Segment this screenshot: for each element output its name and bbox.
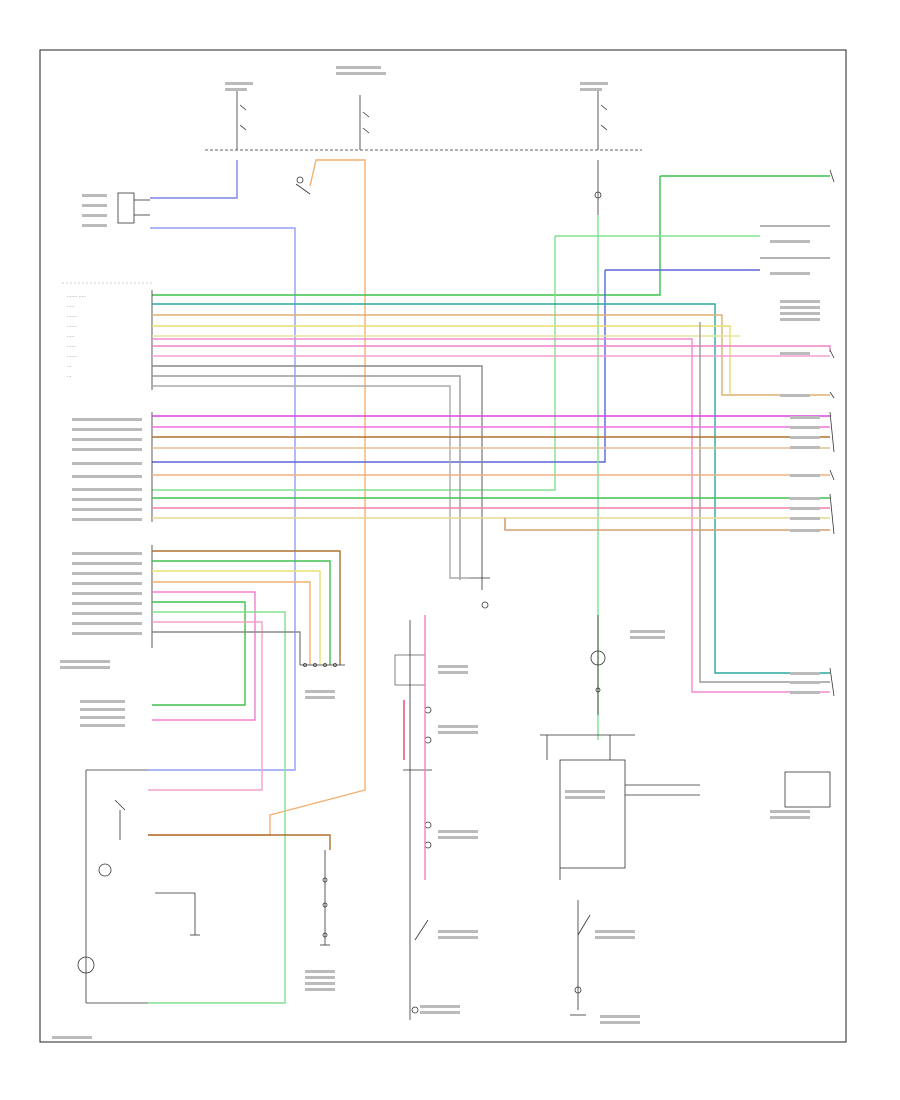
- wire-green-long: [148, 611, 286, 1004]
- svg-text:...: ...: [67, 364, 71, 369]
- wire-yellow-4: [152, 570, 321, 665]
- top-power-section: [117, 90, 830, 259]
- wire-teal-1: [152, 303, 830, 674]
- svg-text:.....: .....: [67, 304, 74, 309]
- wire-gray-1: [152, 365, 483, 590]
- wire-orange-3: [152, 581, 311, 665]
- wire-gray-2: [152, 375, 461, 580]
- wire-gray-right: [699, 322, 830, 683]
- svg-text:......: ......: [67, 344, 76, 349]
- connector-block-3: [148, 545, 345, 1004]
- wire-green-right-top: [152, 176, 661, 296]
- wire-blue-vertical: [148, 227, 296, 771]
- wire-tan-3: [504, 518, 830, 531]
- center-circuit: [394, 577, 490, 1020]
- lower-left-circuit: [77, 769, 330, 1004]
- label-placeholders: [52, 66, 820, 1039]
- wire-pink-5: [148, 621, 263, 791]
- wire-green-4: [152, 601, 246, 706]
- wire-blue-right: [152, 269, 760, 463]
- svg-text:...: ...: [67, 374, 71, 379]
- svg-text:.......: .......: [67, 354, 77, 359]
- svg-text:....... .....: ....... .....: [67, 294, 86, 299]
- connector-block-1: ....... ................. ..............…: [62, 282, 831, 693]
- wire-brown-lower: [148, 834, 331, 850]
- wire-tan-1: [152, 314, 830, 396]
- wire-blue-top-left: [150, 160, 238, 199]
- wire-gray-3: [152, 385, 470, 579]
- right-center-circuit: [540, 615, 831, 1016]
- wire-pink-1: [152, 345, 831, 352]
- svg-text:.....: .....: [67, 334, 74, 339]
- wire-green-3: [152, 560, 331, 665]
- connector-block-2: [151, 412, 830, 531]
- svg-text:.......: .......: [67, 324, 77, 329]
- right-terminals: [829, 169, 835, 697]
- svg-text:.......: .......: [67, 314, 77, 319]
- wire-lightgreen-vertical: [152, 236, 556, 491]
- diagram-frame: [39, 49, 847, 1043]
- wire-gray-4: [152, 631, 301, 665]
- wire-pink-long: [152, 338, 830, 693]
- wire-pink-4: [152, 591, 256, 721]
- wire-brown-3: [152, 550, 341, 665]
- wire-yellow-1: [152, 325, 731, 395]
